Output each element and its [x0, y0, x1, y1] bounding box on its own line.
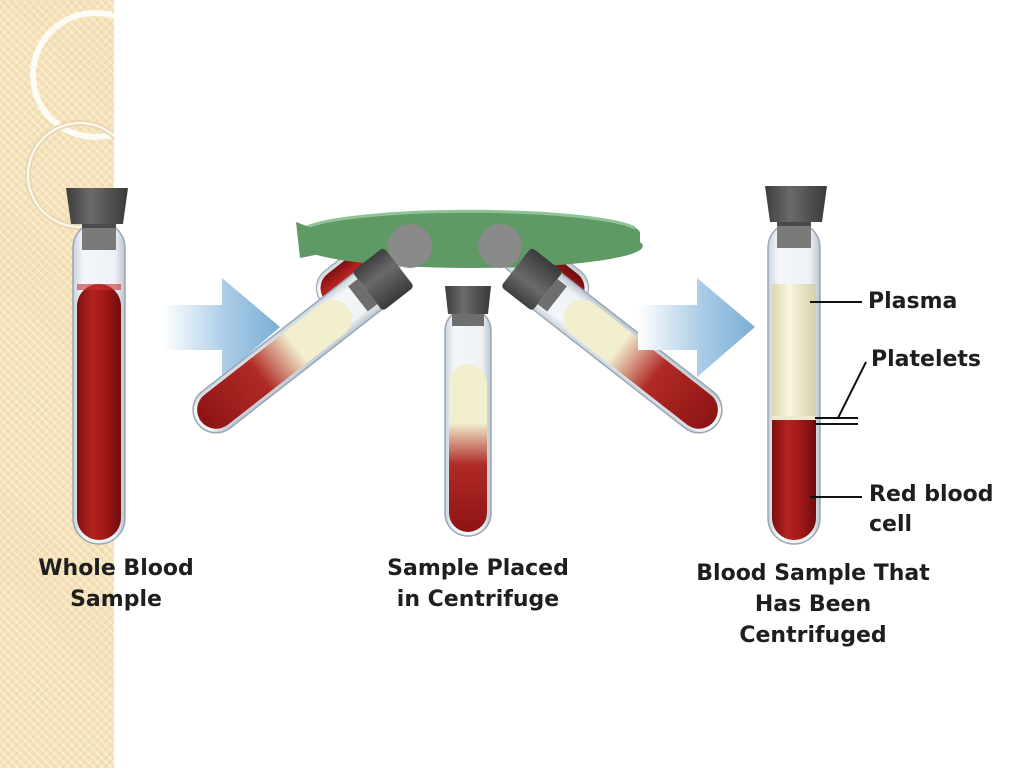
red-cell-layer — [772, 420, 816, 540]
flow-arrow-icon — [163, 278, 280, 377]
platelets-label: Platelets — [871, 347, 982, 372]
centrifuge-caption: Sample Placed in Centrifuge — [387, 556, 569, 612]
whole-blood-caption: Whole Blood Sample — [38, 556, 194, 612]
centrifuge-pivot-right — [478, 224, 522, 268]
centrifuged-tube — [765, 186, 827, 545]
centrifuge-tube-center — [444, 286, 492, 537]
flow-arrow-icon — [638, 278, 755, 377]
plasma-layer — [772, 284, 816, 421]
whole-blood-tube — [66, 188, 128, 545]
leader-lines — [810, 301, 867, 498]
centrifuged-caption: Blood Sample That Has Been Centrifuged — [696, 561, 930, 648]
centrifuge-pivot-left — [388, 224, 432, 268]
red-blood-cell-label: Red blood cell — [869, 482, 994, 537]
plasma-label: Plasma — [868, 289, 958, 314]
